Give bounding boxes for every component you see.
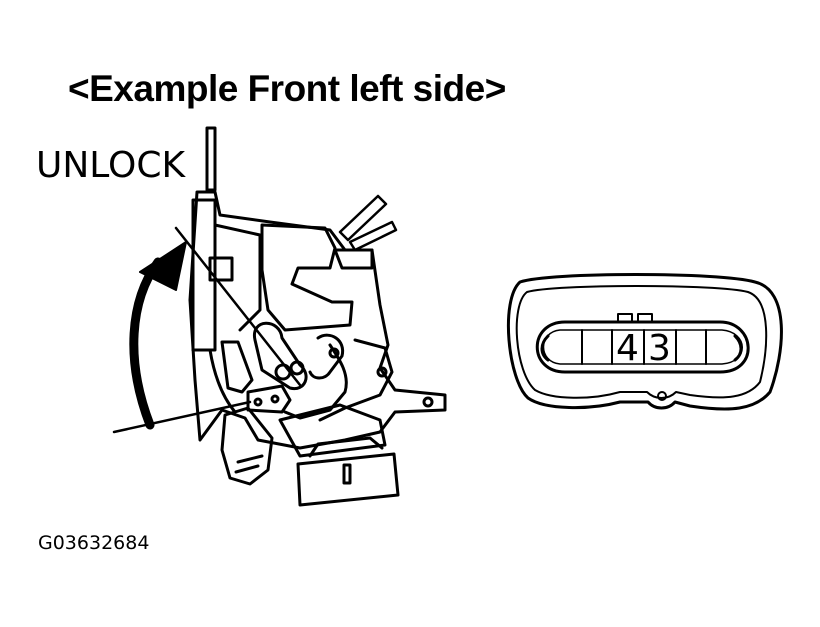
leader-line: [112, 400, 252, 434]
pointer-line: [174, 226, 302, 387]
connector-pin-4: 4: [616, 328, 639, 369]
connector-pin-3: 3: [648, 328, 671, 369]
actuator-body: [188, 190, 447, 486]
connector-face: [506, 273, 783, 411]
bottom-connector: [296, 436, 400, 507]
unlock-label: UNLOCK: [36, 145, 186, 186]
diagram-title: <Example Front left side>: [68, 68, 506, 109]
lever-rod: [205, 126, 217, 192]
figure-code: G03632684: [38, 532, 150, 554]
unlock-arrow-icon: [129, 241, 187, 430]
